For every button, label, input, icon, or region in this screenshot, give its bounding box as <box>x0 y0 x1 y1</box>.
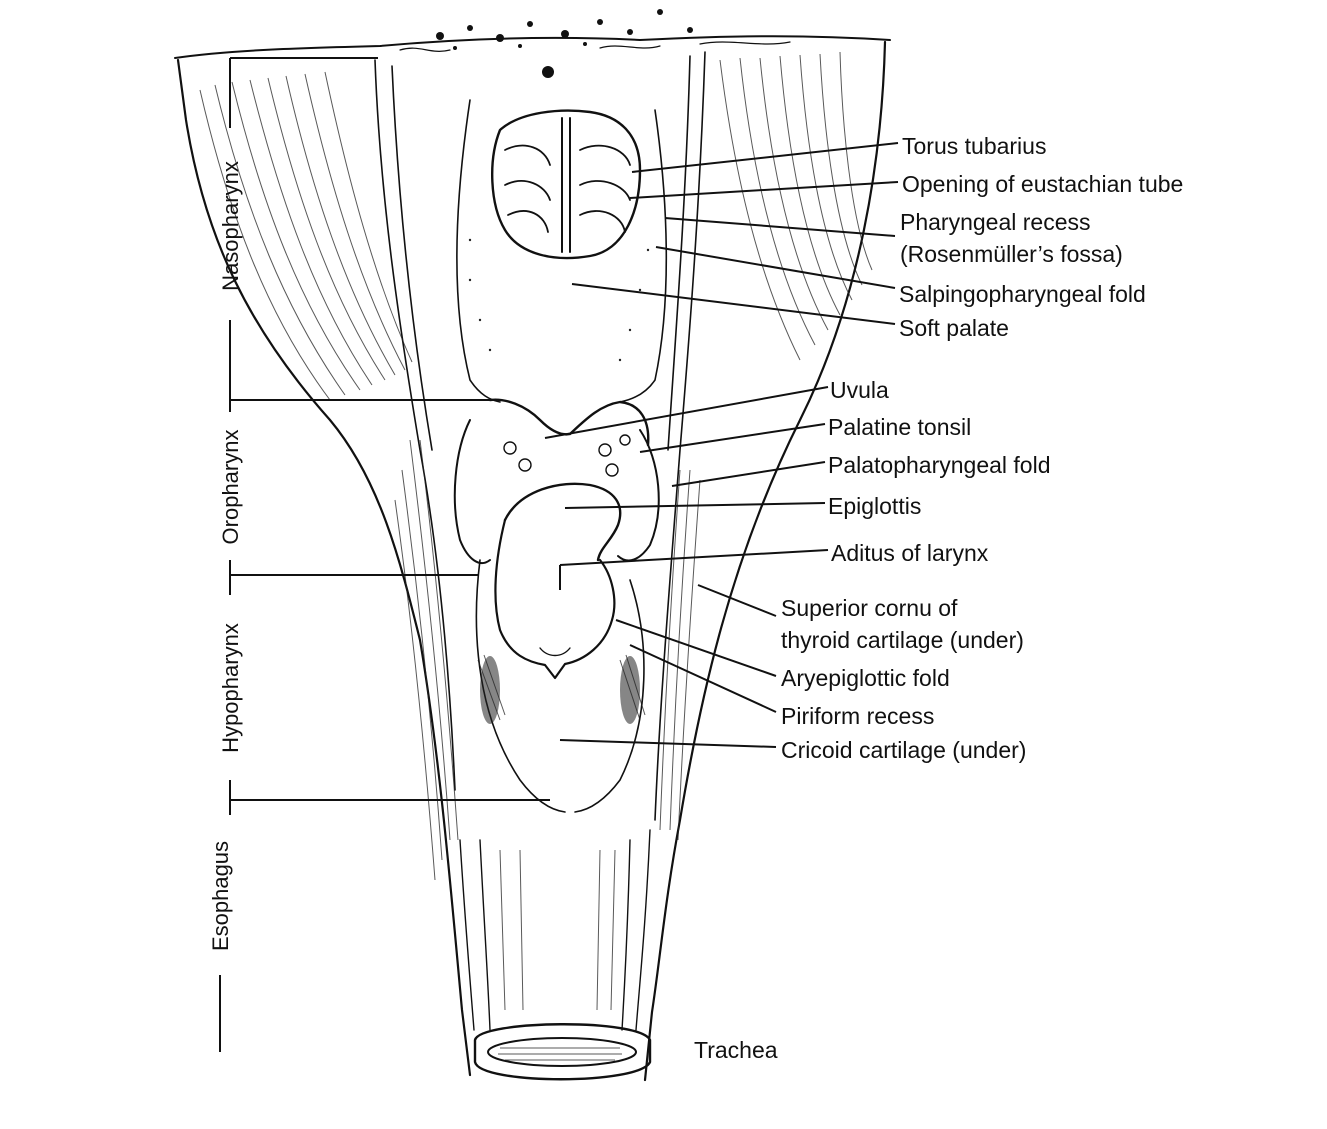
label-salpingopharyngeal-fold: Salpingopharyngeal fold <box>899 281 1146 307</box>
label-uvula: Uvula <box>830 377 889 403</box>
region-esophagus: Esophagus <box>208 841 233 951</box>
region-oropharynx: Oropharynx <box>218 430 243 545</box>
label-epiglottis: Epiglottis <box>828 493 921 519</box>
label-palatine-tonsil: Palatine tonsil <box>828 414 971 440</box>
anatomy-drawing <box>174 9 891 1082</box>
label-pharyngeal-recess: Pharyngeal recess <box>900 209 1091 235</box>
labels: Torus tubarius Opening of eustachian tub… <box>694 133 1183 1063</box>
label-superior-cornu: Superior cornu of <box>781 595 958 621</box>
label-cricoid-cartilage: Cricoid cartilage (under) <box>781 737 1026 763</box>
label-torus-tubarius: Torus tubarius <box>902 133 1046 159</box>
region-hypopharynx: Hypopharynx <box>218 623 243 753</box>
uvula-and-tonsils <box>453 398 660 565</box>
piriform-shading <box>477 654 646 724</box>
choanae <box>491 109 642 260</box>
label-palatopharyngeal-fold: Palatopharyngeal fold <box>828 452 1051 478</box>
esophagus-tube <box>459 829 652 1081</box>
label-opening-of-eustachian-tube: Opening of eustachian tube <box>902 171 1183 197</box>
label-trachea: Trachea <box>694 1037 778 1063</box>
label-soft-palate: Soft palate <box>899 315 1009 341</box>
larynx <box>475 482 645 813</box>
label-thyroid-cartilage: thyroid cartilage (under) <box>781 627 1024 653</box>
region-nasopharynx: Nasopharynx <box>218 161 243 291</box>
label-aryepiglottic-fold: Aryepiglottic fold <box>781 665 950 691</box>
left-wall-hatching <box>199 71 459 881</box>
label-aditus-of-larynx: Aditus of larynx <box>831 540 989 566</box>
palate-stipple <box>468 238 650 362</box>
region-bracket: Nasopharynx Oropharynx Hypopharynx Esoph… <box>208 57 550 1052</box>
label-piriform-recess: Piriform recess <box>781 703 934 729</box>
skull-base-texture <box>399 9 791 78</box>
label-rosenmullers-fossa: (Rosenmüller’s fossa) <box>900 241 1123 267</box>
leader-lines <box>544 142 899 748</box>
